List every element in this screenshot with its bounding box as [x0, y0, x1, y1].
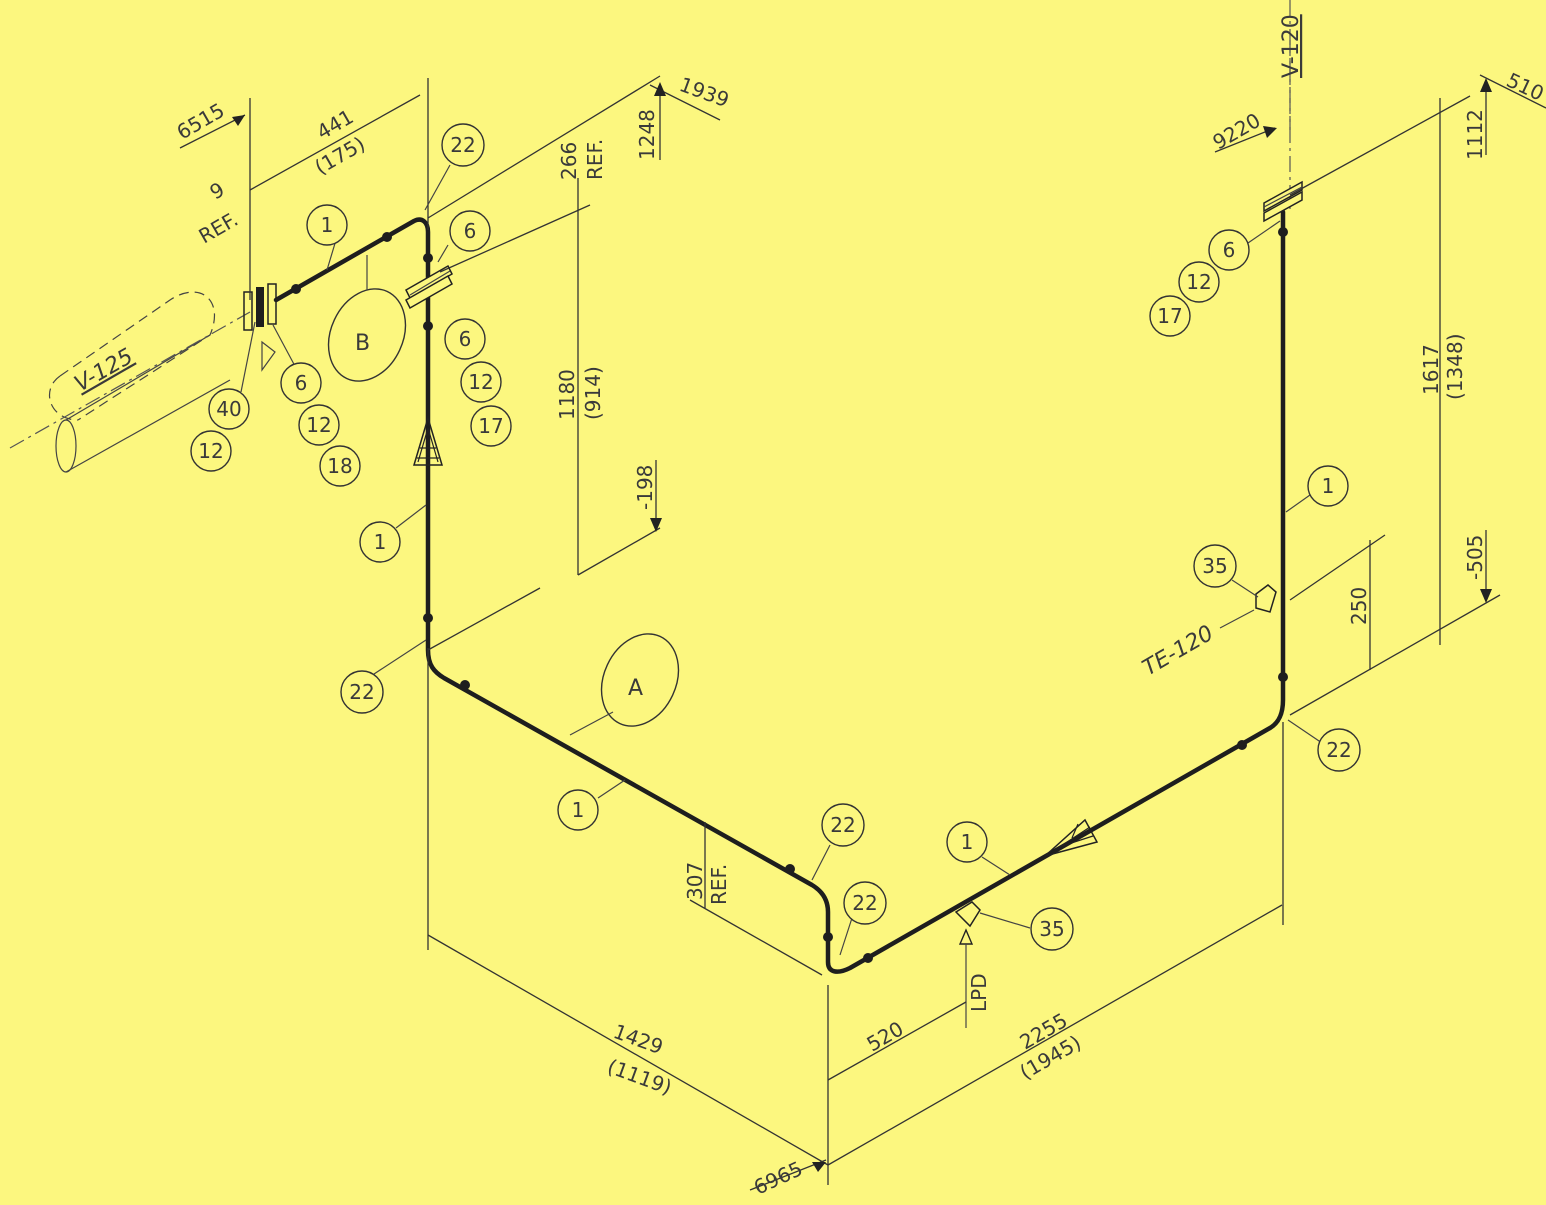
callout-12-left-2: 12 [306, 413, 331, 437]
dim-1112: 1112 [1463, 109, 1487, 160]
dim-ref-1: REF. [195, 207, 243, 248]
dim-1119: (1119) [604, 1054, 675, 1099]
callout-12-b: 12 [468, 370, 493, 394]
dimension-texts: 6515 441 (175) 9 REF. 1939 1248 266 REF.… [173, 68, 1546, 1200]
callout-6-a: 6 [464, 219, 477, 243]
callout-22-right: 22 [1326, 738, 1351, 762]
dim-520: 520 [863, 1016, 908, 1056]
callout-22-left: 22 [349, 680, 374, 704]
dim-9: 9 [206, 177, 229, 204]
flange-v120 [1263, 40, 1303, 223]
callouts: 1 22 6 6 12 17 40 12 6 12 18 1 22 1 22 2… [190, 123, 1361, 956]
callout-1-left: 1 [374, 530, 387, 554]
zone-b: B [327, 255, 407, 382]
callout-6-right: 6 [1223, 238, 1236, 262]
callout-22-mid-1: 22 [830, 813, 855, 837]
dim-ref-3: REF. [707, 864, 731, 905]
zone-b-label: B [355, 331, 370, 356]
callout-17-b: 17 [478, 414, 503, 438]
dim-250: 250 [1347, 587, 1371, 625]
dim-1939: 1939 [676, 72, 732, 112]
dim-9220: 9220 [1209, 108, 1265, 154]
callout-1-top: 1 [321, 213, 334, 237]
zone-a: A [569, 633, 680, 736]
dim-914: (914) [581, 366, 605, 420]
dim-1429: 1429 [610, 1019, 666, 1059]
flow-arrow-vertical [412, 415, 444, 466]
vessel-v125-label: V-125 [71, 344, 138, 397]
callout-6-left: 6 [295, 371, 308, 395]
dim-307: 307 [683, 862, 707, 900]
callout-40: 40 [216, 397, 241, 421]
vessel-v120-label: V-120 [1279, 14, 1304, 78]
flow-arrow-diagonal [1044, 818, 1099, 857]
weld-points [291, 227, 1288, 963]
dim-1348: (1348) [1443, 333, 1467, 400]
te-120-label: TE-120 [1139, 621, 1218, 681]
callout-22-top: 22 [450, 133, 475, 157]
callout-18: 18 [327, 454, 352, 478]
callout-1-right: 1 [1322, 474, 1335, 498]
callout-12-left: 12 [198, 439, 223, 463]
low-point-drain: LPD [954, 901, 991, 1028]
callout-1-mid: 1 [572, 798, 585, 822]
callout-35-bottom: 35 [1039, 917, 1064, 941]
zone-a-label: A [628, 676, 643, 701]
callout-17-right: 17 [1157, 304, 1182, 328]
dimension-lines [179, 0, 1546, 1191]
callout-22-mid-2: 22 [852, 891, 877, 915]
callout-1-bottom: 1 [961, 830, 974, 854]
dim-minus-505: -505 [1463, 535, 1487, 580]
dim-1248: 1248 [635, 109, 659, 160]
dim-ref-2: REF. [583, 139, 607, 180]
callout-6-b: 6 [459, 327, 472, 351]
dim-1180: 1180 [555, 369, 579, 420]
lpd-label: LPD [967, 973, 991, 1012]
dim-266: 266 [557, 142, 581, 180]
flange-vertical-left [405, 264, 453, 310]
dim-510: 510 [1503, 68, 1546, 106]
callout-35-right: 35 [1202, 554, 1227, 578]
flange-assembly-left [243, 283, 277, 372]
callout-12-right: 12 [1186, 270, 1211, 294]
dim-6965: 6965 [750, 1156, 806, 1199]
dim-175: (175) [311, 132, 370, 180]
dim-minus-198: -198 [633, 465, 657, 510]
temperature-element: TE-120 [1139, 584, 1277, 681]
dim-1617: 1617 [1419, 344, 1443, 395]
